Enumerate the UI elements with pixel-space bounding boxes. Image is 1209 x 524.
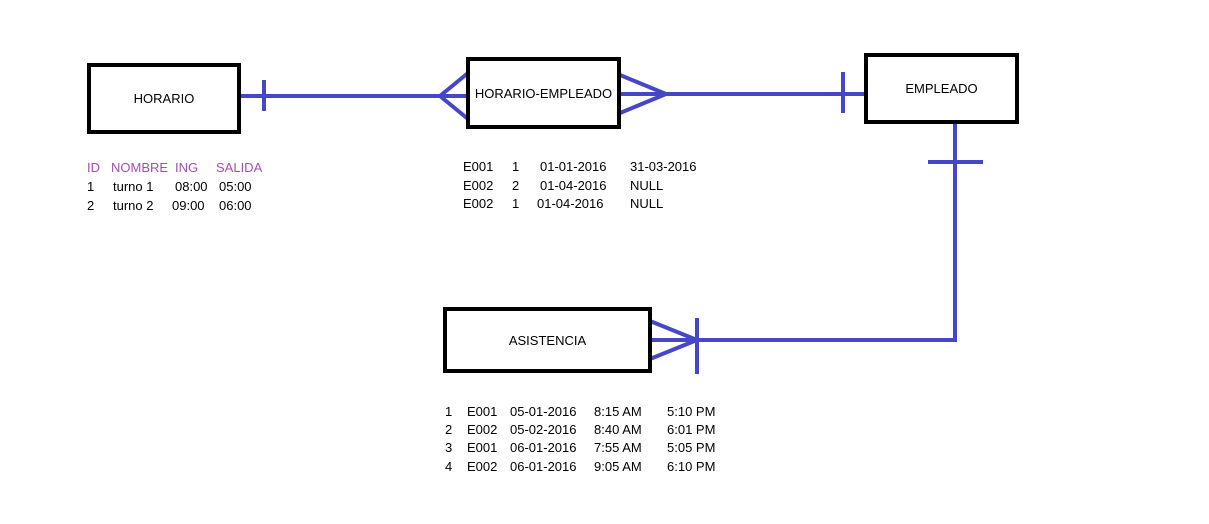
asistencia-table: 1 E001 05-01-2016 8:15 AM 5:10 PM 2 E002…: [445, 403, 735, 483]
entity-horario-empleado: HORARIO-EMPLEADO: [466, 57, 621, 129]
entity-empleado: EMPLEADO: [864, 53, 1019, 124]
asistencia-cell: E002: [467, 459, 498, 474]
horario-empleado-cell: E002: [463, 178, 494, 193]
horario-empleado-cell: 1: [512, 196, 520, 211]
asistencia-cell: 6:10 PM: [667, 459, 716, 474]
horario-header-ing: ING: [175, 160, 199, 175]
horario-row-cell: 05:00: [219, 179, 252, 194]
asistencia-cell: 2: [445, 422, 453, 437]
asistencia-cell: 05-02-2016: [510, 422, 577, 437]
horario-empleado-cell: 2: [512, 178, 520, 193]
asistencia-cell: 9:05 AM: [594, 459, 642, 474]
asistencia-cell: E001: [467, 440, 498, 455]
horario-row-cell: turno 2: [113, 198, 154, 213]
horario-header-nombre: NOMBRE: [111, 160, 169, 175]
horario-empleado-cell: 01-01-2016: [540, 159, 607, 174]
horario-header-salida: SALIDA: [216, 160, 263, 175]
entity-horario: HORARIO: [87, 63, 241, 134]
asistencia-cell: E001: [467, 404, 498, 419]
asistencia-cell: 06-01-2016: [510, 459, 577, 474]
horario-row-cell: turno 1: [113, 179, 154, 194]
horario-empleado-table: E001 1 01-01-2016 31-03-2016 E002 2 01-0…: [463, 158, 723, 218]
asistencia-cell: 06-01-2016: [510, 440, 577, 455]
entity-horario-empleado-label: HORARIO-EMPLEADO: [474, 85, 613, 101]
horario-empleado-cell: 31-03-2016: [630, 159, 697, 174]
entity-asistencia: ASISTENCIA: [443, 307, 652, 373]
rel-empleado-many-crowsfoot: [619, 73, 672, 115]
horario-table: ID NOMBRE ING SALIDA 1 turno 1 08:00 05:…: [87, 159, 287, 219]
asistencia-cell: 5:10 PM: [667, 404, 716, 419]
asistencia-cell: 4: [445, 459, 453, 474]
horario-empleado-cell: NULL: [630, 178, 664, 193]
entity-empleado-label: EMPLEADO: [905, 81, 978, 96]
horario-row-cell: 08:00: [175, 179, 208, 194]
horario-row-cell: 1: [87, 179, 95, 194]
asistencia-cell: 7:55 AM: [594, 440, 642, 455]
asistencia-cell: 3: [445, 440, 453, 455]
horario-row-cell: 2: [87, 198, 95, 213]
horario-empleado-cell: NULL: [630, 196, 664, 211]
entity-asistencia-label: ASISTENCIA: [508, 332, 587, 348]
horario-empleado-cell: 01-04-2016: [540, 178, 607, 193]
entity-horario-label: HORARIO: [133, 91, 195, 106]
rel-asistencia-line: [650, 123, 957, 342]
asistencia-cell: 6:01 PM: [667, 422, 716, 437]
asistencia-cell: E002: [467, 422, 498, 437]
asistencia-cell: 1: [445, 404, 453, 419]
asistencia-cell: 8:40 AM: [594, 422, 642, 437]
rel-horario-many-crowsfoot: [436, 71, 470, 121]
horario-empleado-cell: E002: [463, 196, 494, 211]
horario-row-cell: 06:00: [219, 198, 252, 213]
asistencia-cell: 05-01-2016: [510, 404, 577, 419]
asistencia-cell: 5:05 PM: [667, 440, 716, 455]
horario-header-id: ID: [87, 160, 100, 175]
asistencia-cell: 8:15 AM: [594, 404, 642, 419]
horario-row-cell: 09:00: [172, 198, 205, 213]
horario-empleado-cell: 1: [512, 159, 520, 174]
horario-empleado-cell: E001: [463, 159, 494, 174]
horario-empleado-cell: 01-04-2016: [537, 196, 604, 211]
